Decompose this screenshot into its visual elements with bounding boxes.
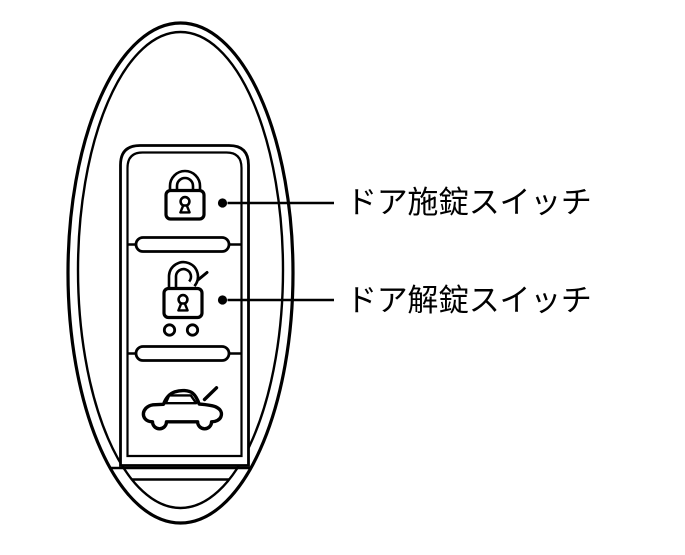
callout-dot-2 <box>217 295 228 305</box>
callout-label-door-lock: ドア施錠スイッチ <box>346 185 592 220</box>
fob-outline-inner <box>76 30 285 510</box>
door-unlock-button <box>162 260 209 337</box>
fob-outline-outer <box>66 21 295 525</box>
callout-door-lock <box>217 198 334 208</box>
car-trunk-icon <box>141 386 224 431</box>
lock-closed-icon <box>164 169 206 221</box>
callout-door-unlock <box>217 295 334 305</box>
lock-open-icon <box>162 260 209 337</box>
callout-dot-1 <box>217 198 228 208</box>
door-lock-button <box>164 169 206 221</box>
panel-divider-pill-2 <box>134 345 231 362</box>
button-panel-inner-line <box>126 151 243 458</box>
callout-label-door-unlock: ドア解錠スイッチ <box>346 283 592 318</box>
trunk-release-button <box>141 386 224 431</box>
panel-divider-pill-1 <box>134 236 231 253</box>
